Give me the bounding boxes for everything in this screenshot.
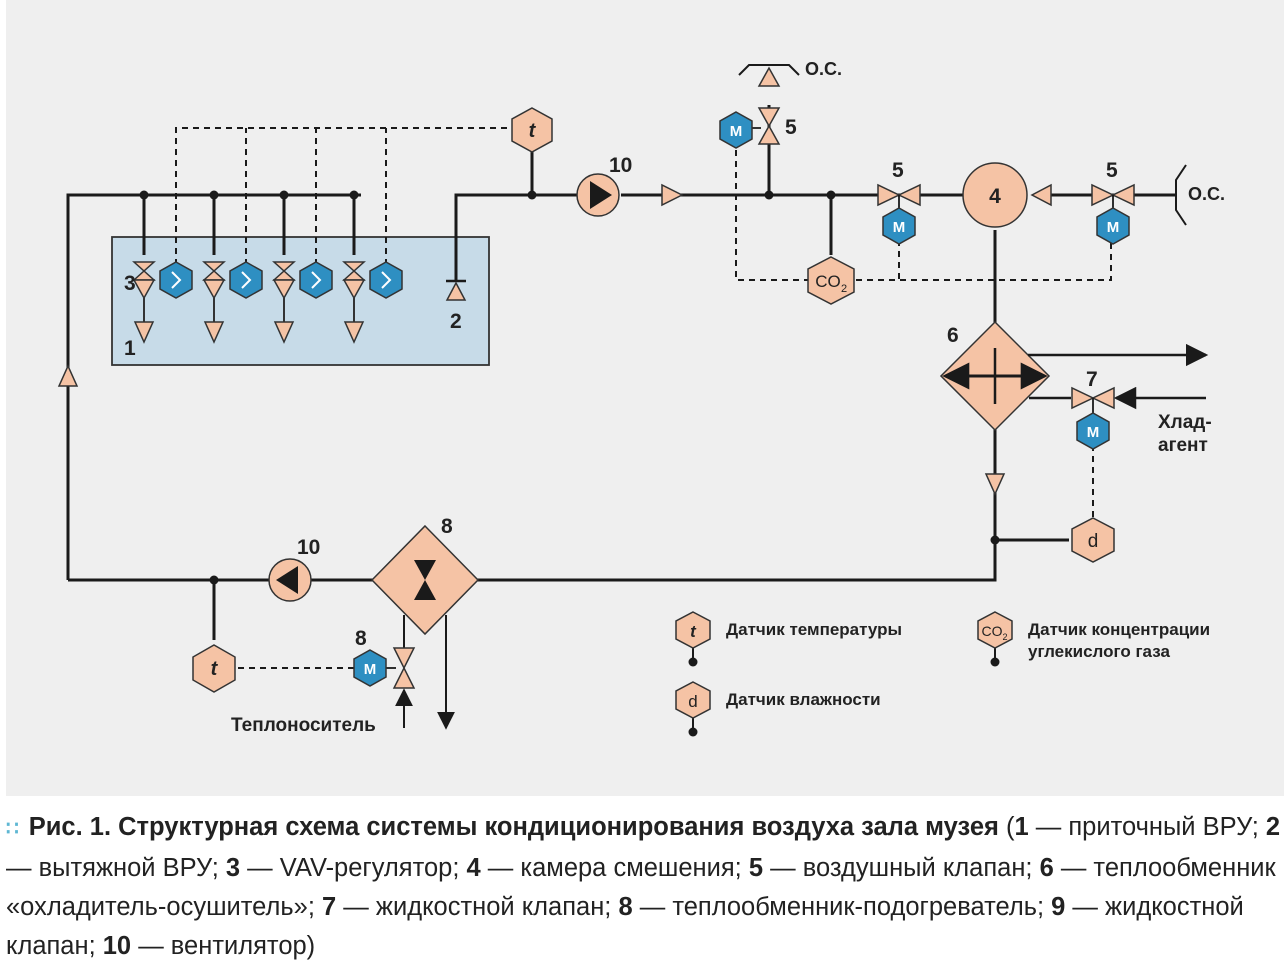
label-3: 3 (124, 272, 136, 295)
caption-item-num: 7 (322, 893, 337, 921)
co2-subscript: 2 (841, 283, 847, 295)
sensor-d-label: d (1088, 531, 1099, 552)
legend-co2-label-2: углекислого газа (1028, 642, 1170, 661)
caption-item-text: — вентилятор) (131, 932, 316, 960)
exhaust-vru (445, 279, 467, 301)
vav-regulators (132, 261, 403, 344)
legend-co2-icon: CO (982, 623, 1003, 639)
caption-item-text: — вытяжной ВРУ; (6, 854, 226, 882)
return-fan (268, 558, 312, 602)
legend-humidity-label: Датчик влажности (726, 690, 881, 709)
hvac-diagram: t M M 4 M CO 2 (57, 59, 1225, 737)
legend-t-icon: t (690, 622, 697, 641)
label-5-mid: 5 (892, 159, 904, 182)
caption-item-num: 3 (225, 854, 241, 882)
label-5-top: 5 (785, 116, 797, 139)
control-lines (175, 127, 1112, 669)
legend-co2-label-1: Датчик концентрации (1028, 620, 1210, 639)
heat-carrier-label: Теплоноситель (231, 715, 376, 736)
junction-dots (139, 190, 1000, 585)
liquid-valve-7: M (1071, 386, 1115, 450)
outside-air-top-label: О.С. (805, 59, 842, 79)
air-valve-middle: M (877, 183, 921, 245)
air-valve-right: M (1091, 164, 1187, 245)
caption-item-num: 8 (618, 893, 633, 921)
outside-air-right-label: О.С. (1188, 184, 1225, 204)
legend: t Датчик температуры d Датчик влажности … (675, 611, 1210, 737)
label-8-heater: 8 (441, 515, 453, 538)
caption-item-text: — воздушный клапан; (763, 854, 1040, 882)
motor-label: M (893, 219, 906, 236)
figure-caption: ∷ Рис. 1. Структурная схема системы конди… (6, 813, 1281, 960)
component-numbers: 3 1 2 10 5 5 5 6 7 8 10 8 (124, 116, 1118, 650)
text-labels: О.С. О.С. Хлад- агент Теплоноситель (231, 59, 1225, 736)
label-2: 2 (450, 310, 462, 333)
label-1: 1 (124, 337, 136, 360)
motor-label: M (1107, 219, 1120, 236)
caption-item-text: — теплообменник «охладитель-осушитель»; (6, 854, 1276, 921)
temperature-sensor-top: t (511, 107, 553, 153)
co2-sensor: CO 2 (807, 256, 855, 305)
temperature-sensor-bottom: t (192, 644, 236, 693)
label-7: 7 (1086, 368, 1098, 391)
sensor-t-label: t (211, 658, 219, 680)
caption-item-num: 5 (748, 854, 764, 882)
caption-item-text: — теплообменник-подогреватель; (632, 893, 1052, 921)
caption-fig-number: Рис. 1. (28, 813, 112, 841)
caption-items: 1 — приточный ВРУ; 2 — вытяжной ВРУ; 3 —… (6, 813, 1280, 960)
label-5-right: 5 (1106, 159, 1118, 182)
label-10-bottom: 10 (297, 536, 320, 559)
caption-item-text: — VAV-регулятор; (240, 854, 467, 882)
supply-fan (576, 173, 620, 217)
mixing-chamber: 4 (962, 162, 1028, 228)
caption-item-num: 2 (1265, 813, 1281, 841)
caption-item-num: 4 (466, 854, 481, 882)
label-6: 6 (947, 324, 959, 347)
caption-item-text: — жидкостной клапан; (336, 893, 619, 921)
motor-label: M (730, 123, 743, 140)
museum-hall (111, 236, 490, 366)
humidity-sensor: d (1071, 517, 1115, 563)
caption-item-text: — камера смешения; (480, 854, 749, 882)
legend-d-icon: d (688, 692, 697, 711)
refrigerant-label-2: агент (1158, 435, 1208, 456)
heater-exchanger (370, 524, 480, 730)
liquid-valve-bottom: M (353, 647, 416, 689)
co2-label: CO (815, 272, 841, 291)
flow-markers (57, 183, 1052, 496)
label-10-top: 10 (609, 154, 632, 177)
caption-item-num: 1 (1014, 813, 1029, 841)
legend-co2-subscript: 2 (1002, 632, 1007, 642)
caption-item-text: — приточный ВРУ; (1028, 813, 1266, 841)
label-8-valve: 8 (355, 627, 367, 650)
cooler-dehumidifier (939, 320, 1209, 432)
legend-temp-label: Датчик температуры (726, 620, 902, 639)
caption-item-num: 10 (102, 932, 132, 960)
caption-item-num: 6 (1039, 854, 1054, 882)
refrigerant-label-1: Хлад- (1158, 412, 1212, 433)
caption-title: Структурная схема системы кондиционирова… (118, 813, 999, 841)
label-4: 4 (989, 185, 1001, 208)
motor-label: M (1087, 424, 1100, 441)
diagram-panel: t M M 4 M CO 2 (6, 0, 1284, 796)
motor-label: M (364, 661, 377, 678)
caption-item-num: 9 (1051, 893, 1066, 921)
caption-item-text: — жидкостной клапан; (6, 893, 1244, 960)
sensor-t-label: t (529, 120, 537, 142)
outside-air-valve-top: M (719, 64, 800, 149)
caption-bullet-icon: ∷ (6, 818, 19, 840)
